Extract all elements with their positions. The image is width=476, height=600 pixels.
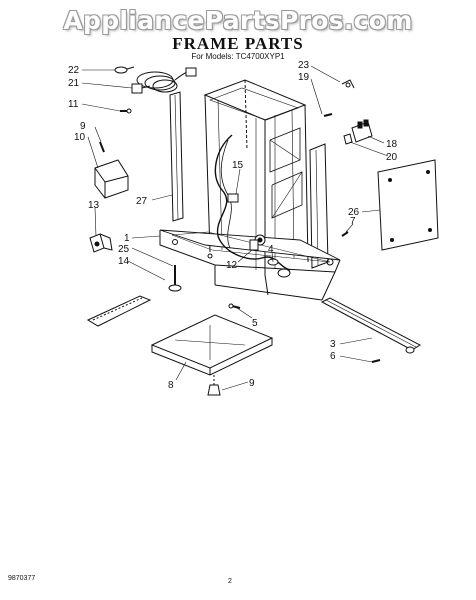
callout-8: 8	[168, 380, 174, 391]
callout-12: 12	[226, 260, 238, 271]
callout-3: 3	[330, 339, 336, 350]
callout-6: 6	[330, 351, 336, 362]
callout-11: 11	[68, 99, 79, 110]
harness-clamp	[249, 239, 259, 251]
foot	[207, 375, 221, 396]
callout-23: 23	[298, 60, 310, 71]
power-cord-plug	[114, 66, 135, 74]
switch-clip	[89, 233, 113, 253]
terminal-screw	[323, 113, 333, 117]
watermark: AppliancePartsPros.com	[63, 6, 413, 35]
rear-panel	[377, 159, 439, 251]
cabinet-frame	[159, 79, 341, 301]
callout-7: 7	[350, 216, 356, 227]
callout-15: 15	[232, 160, 244, 171]
callout-1: 1	[124, 233, 130, 244]
callout-20: 20	[386, 152, 398, 163]
callout-4: 4	[268, 244, 274, 255]
callout-18: 18	[386, 139, 398, 150]
frame-strip	[169, 91, 184, 222]
document-number: 9870377	[8, 575, 36, 582]
base-tray	[150, 314, 274, 376]
callout-22: 22	[68, 65, 80, 76]
callout-10: 10	[74, 132, 86, 143]
front-bracket	[86, 295, 152, 327]
terminal-lead	[341, 79, 355, 89]
screw	[120, 108, 132, 114]
base-rail	[320, 297, 422, 354]
leader-lines	[81, 65, 389, 391]
wire-connector	[227, 193, 239, 203]
motor-clip	[277, 268, 291, 278]
rail-screw	[371, 359, 381, 363]
callout-9-bottom: 9	[249, 378, 255, 389]
callout-19: 19	[298, 72, 310, 83]
callout-13: 13	[88, 200, 100, 211]
leveling-leg	[168, 265, 182, 292]
callout-26: 26	[348, 207, 360, 218]
page-title: FRAME PARTS	[172, 34, 304, 53]
power-cord	[131, 67, 197, 94]
callout-9: 9	[80, 121, 86, 132]
callout-21: 21	[68, 78, 80, 89]
page-number: 2	[228, 578, 232, 585]
model-subtitle: For Models: TC4700XYP1	[191, 52, 285, 61]
terminal-block	[343, 119, 373, 145]
callout-5: 5	[252, 318, 258, 329]
callout-14: 14	[118, 256, 130, 267]
terminal-cover	[94, 141, 129, 199]
panel-screw	[341, 231, 349, 237]
callout-25: 25	[118, 244, 130, 255]
wire-harness	[214, 134, 291, 271]
callout-27: 27	[136, 196, 148, 207]
